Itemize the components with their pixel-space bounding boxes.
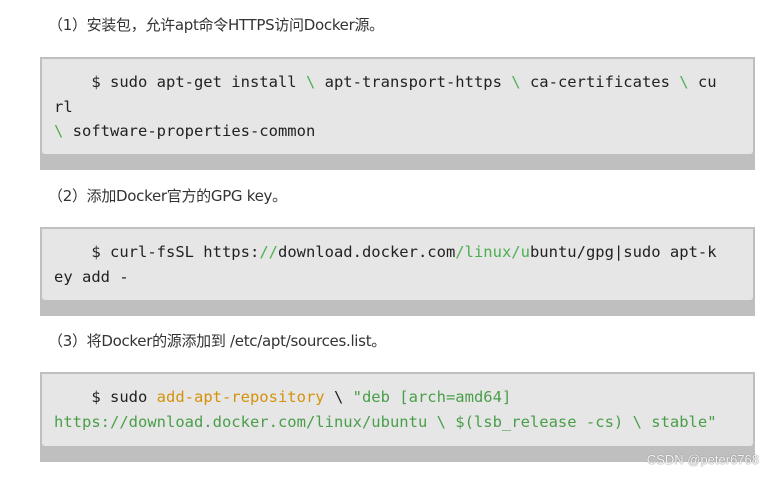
code-line: https://download.docker.com/linux/ubuntu… (54, 410, 741, 435)
step-2-heading: （2）添加Docker官方的GPG key。 (48, 187, 287, 205)
code-content[interactable]: $ sudo apt-get install \ apt-transport-h… (42, 59, 753, 154)
code-block-add-repository: $ sudo add-apt-repository \ "deb [arch=a… (40, 372, 755, 462)
code-line: ey add - (54, 265, 741, 290)
code-token: ey add - (54, 267, 129, 286)
code-content[interactable]: $ curl-fsSL https://download.docker.com/… (42, 229, 753, 300)
code-line: rl (54, 95, 741, 120)
code-block-install-packages: $ sudo apt-get install \ apt-transport-h… (40, 57, 755, 170)
code-token: $ sudo apt-get install (54, 73, 306, 91)
code-token: $ sudo (54, 388, 157, 406)
step-3-heading: （3）将Docker的源添加到 /etc/apt/sources.list。 (48, 332, 386, 350)
code-line: $ sudo apt-get install \ apt-transport-h… (54, 70, 741, 95)
code-line: $ curl-fsSL https://download.docker.com/… (54, 240, 741, 265)
code-token: // (259, 243, 278, 261)
code-token: buntu/gpg|sudo apt-k (529, 243, 717, 261)
code-token: add-apt-repository (156, 388, 325, 406)
code-token: \ (679, 73, 689, 91)
code-token: ca-certificates (520, 73, 680, 91)
code-token: \ (324, 388, 353, 406)
code-token: apt-transport-https (315, 73, 512, 91)
code-block-add-gpg-key: $ curl-fsSL https://download.docker.com/… (40, 227, 755, 316)
code-line: \ software-properties-common (54, 119, 741, 144)
code-token: \ (305, 73, 316, 91)
code-token: https://download.docker.com/linux/ubuntu… (54, 412, 717, 431)
code-token: $ curl-fsSL https: (54, 243, 260, 261)
code-token: \ (511, 73, 521, 91)
code-token: "deb [arch=amd64] (352, 388, 512, 406)
code-line: $ sudo add-apt-repository \ "deb [arch=a… (54, 385, 741, 410)
watermark: CSDN @peter6768 (646, 452, 759, 467)
code-content[interactable]: $ sudo add-apt-repository \ "deb [arch=a… (42, 374, 753, 446)
code-token: rl (54, 97, 73, 116)
code-token: cu (688, 73, 717, 91)
code-token: software-properties-common (63, 122, 316, 140)
step-1-heading: （1）安装包，允许apt命令HTTPS访问Docker源。 (48, 16, 384, 34)
code-token: download.docker.com (277, 243, 456, 261)
code-token: \ (54, 122, 64, 140)
code-token: /linux/u (455, 243, 530, 261)
